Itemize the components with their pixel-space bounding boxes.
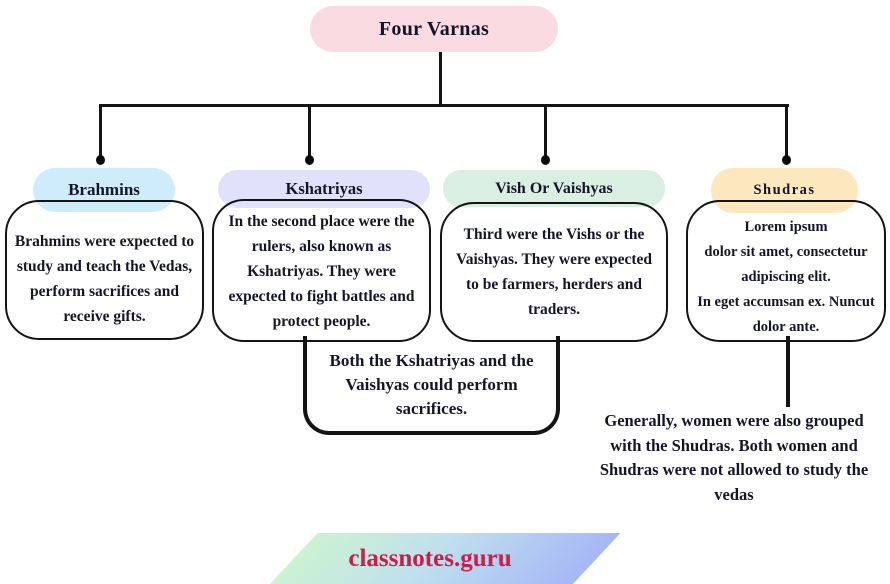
connector-dot-brahmins: [96, 155, 105, 165]
node-vaishyas-text-line: traders.: [527, 301, 581, 318]
shared-note-line: Both the Kshatriyas and the: [329, 351, 534, 370]
shared-note-line: sacrifices.: [395, 399, 468, 418]
node-shudras-text-line: dolor sit amet, consectetur: [704, 244, 868, 260]
node-brahmins-label: Brahmins: [68, 180, 140, 199]
connector-root-stem: [439, 50, 442, 107]
connector-dot-shudras: [782, 155, 791, 165]
node-shudras-label: Shudras: [753, 182, 816, 198]
node-kshatriyas-label: Kshatriyas: [285, 179, 363, 198]
node-vaishyas-pill: Vish Or Vaishyas: [443, 170, 665, 207]
node-shudras-box: Lorem ipsum dolor sit amet, consectetur …: [686, 200, 886, 342]
shudras-note-line: with the Shudras. Both women and: [610, 435, 858, 455]
node-brahmins-text-line: receive gifts.: [63, 308, 146, 325]
node-vaishyas-text-line: Vaishyas. They were expected: [455, 251, 653, 268]
connector-shudras-note: [786, 336, 790, 407]
node-brahmins-text-line: Brahmins were expected to: [14, 233, 195, 250]
node-vaishyas-text-line: to be farmers, herders and: [465, 276, 643, 293]
shared-note-box: Both the Kshatriyas and the Vaishyas cou…: [303, 336, 560, 435]
node-vaishyas-text-line: Third were the Vishs or the: [463, 226, 645, 243]
node-kshatriyas-text-line: In the second place were the: [228, 213, 415, 230]
node-shudras-text-line: dolor ante.: [752, 319, 820, 335]
shudras-note-line: vedas: [714, 484, 754, 504]
connector-drop-shudras: [785, 104, 788, 157]
node-brahmins-text-line: perform sacrifices and: [30, 283, 179, 300]
node-four-varnas-label: Four Varnas: [378, 17, 490, 40]
node-brahmins-pill: Brahmins: [33, 168, 175, 212]
node-kshatriyas-box: In the second place were the rulers, als…: [212, 199, 431, 342]
connector-dot-kshatriyas: [305, 155, 314, 165]
node-kshatriyas-text-line: Kshatriyas. They were: [247, 263, 396, 280]
brand-link[interactable]: classnotes.guru: [280, 538, 580, 580]
connector-drop-vaishyas: [544, 104, 547, 157]
shudras-note-line: Shudras were not allowed to study the: [599, 460, 869, 479]
node-brahmins-box: Brahmins were expected to study and teac…: [5, 200, 204, 340]
node-kshatriyas-text-line: expected to fight battles and: [228, 288, 415, 305]
connector-rail: [99, 104, 789, 107]
node-kshatriyas-pill: Kshatriyas: [218, 170, 430, 208]
node-vaishyas-label: Vish Or Vaishyas: [495, 179, 613, 197]
connector-drop-brahmins: [99, 104, 102, 157]
node-shudras-pill: Shudras: [711, 168, 858, 213]
shudras-note: Generally, women were also grouped with …: [578, 409, 890, 507]
node-shudras-text-line: In eget accumsan ex. Nuncut: [697, 294, 875, 310]
connector-drop-kshatriyas: [308, 104, 311, 157]
shudras-note-line: Generally, women were also grouped: [604, 411, 864, 430]
node-vaishyas-box: Third were the Vishs or the Vaishyas. Th…: [440, 202, 668, 342]
node-kshatriyas-text-line: rulers, also known as: [251, 238, 392, 255]
shared-note-line: Vaishyas could perform: [345, 375, 518, 394]
node-shudras-text-line: adipiscing elit.: [741, 269, 831, 285]
node-kshatriyas-text-line: protect people.: [272, 313, 371, 330]
brand-label: classnotes.guru: [348, 545, 512, 572]
node-four-varnas: Four Varnas: [310, 6, 558, 52]
node-brahmins-text-line: study and teach the Vedas,: [16, 258, 193, 275]
connector-dot-vaishyas: [541, 155, 550, 165]
node-shudras-text-line: Lorem ipsum: [744, 219, 828, 235]
